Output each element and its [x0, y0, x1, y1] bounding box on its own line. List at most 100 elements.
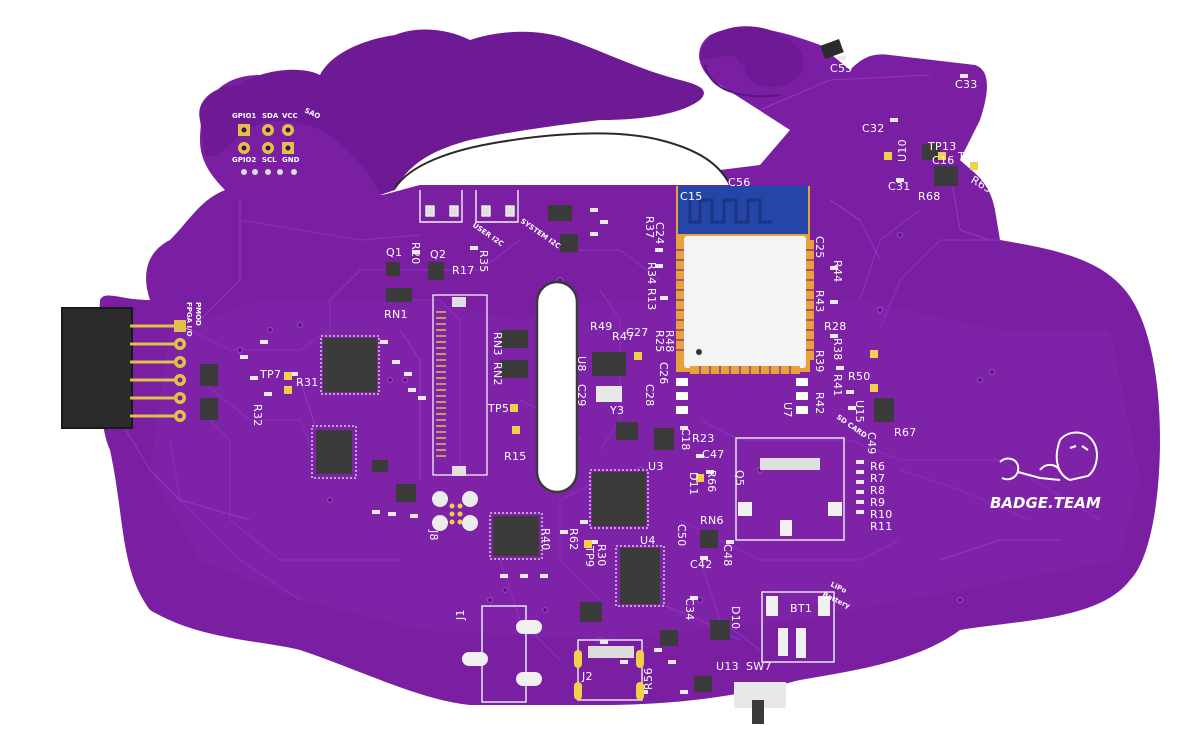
- battery-connector: [761, 591, 835, 663]
- ref-u4: U4: [640, 534, 656, 547]
- ref-j1: J1: [454, 609, 467, 621]
- copper-pour: [150, 300, 1140, 640]
- ref-r35: R35: [477, 250, 490, 273]
- ref-r38: R38: [831, 338, 844, 361]
- ref-r56: R56: [642, 667, 655, 690]
- ref-bt1: BT1: [790, 602, 812, 615]
- ref-tp5: TP5: [487, 402, 509, 415]
- ref-c25: C25: [813, 236, 826, 259]
- ref-r39: R39: [813, 350, 826, 373]
- ref-r28: R28: [824, 320, 847, 333]
- ref-r17: R17: [452, 264, 475, 277]
- r40-chip: [493, 516, 539, 556]
- ref-c16: C16: [932, 154, 955, 167]
- board-slot: [535, 280, 579, 494]
- ref-r9: R9: [870, 496, 885, 509]
- pmod-connector: [61, 307, 186, 429]
- ref-r8: R8: [870, 484, 885, 497]
- ref-y3: Y3: [609, 404, 624, 417]
- ref-sw7: SW7: [746, 660, 772, 673]
- u4-chip: [620, 548, 660, 604]
- power-switch: [734, 682, 786, 724]
- ref-c48: C48: [721, 544, 734, 567]
- mcu-chip: [592, 472, 646, 526]
- sao-top-label-3: VCC: [282, 112, 298, 120]
- ref-tp13: TP13: [927, 140, 957, 153]
- ref-c34: C34: [683, 598, 696, 621]
- ref-r44: R44: [831, 260, 844, 283]
- ref-u7: U7: [781, 402, 794, 418]
- ref-r40: R40: [539, 528, 552, 551]
- sao-bottom-label-2: SCL: [262, 156, 277, 164]
- ref-c15: C15: [680, 190, 703, 203]
- fpga-io-label: FPGA I/O: [185, 302, 193, 337]
- ref-r25: R25: [653, 330, 666, 353]
- ref-q1: Q1: [386, 246, 402, 259]
- ref-r50: R50: [848, 370, 871, 383]
- ref-r68: R68: [918, 190, 941, 203]
- test-points: [284, 152, 978, 548]
- ref-rn3: RN3: [491, 332, 504, 356]
- ref-r66: R66: [705, 470, 718, 493]
- ref-r32: R32: [251, 404, 264, 427]
- ref-r11: R11: [870, 520, 893, 533]
- ref-c31: C31: [888, 180, 911, 193]
- badge-team-logo: BADGE.TEAM: [990, 431, 1101, 512]
- sd-card-holder: [735, 437, 845, 541]
- ref-q5: Q5: [733, 470, 746, 486]
- chips: [200, 144, 958, 692]
- ref-u3: U3: [648, 460, 664, 473]
- ref-u15: U15: [853, 400, 866, 423]
- sao-top-label-1: GPIO1: [232, 112, 256, 120]
- ref-c29: C29: [575, 384, 588, 407]
- ref-r30: R30: [595, 544, 608, 567]
- sao-header: [238, 124, 297, 175]
- j8-pads: [432, 491, 478, 531]
- ref-r48: R48: [663, 330, 676, 353]
- ref-c26: C26: [657, 362, 670, 385]
- ref-r62: R62: [567, 528, 580, 551]
- ref-r41: R41: [831, 374, 844, 397]
- ref-c50: C50: [675, 524, 688, 547]
- ref-c18: C18: [679, 428, 692, 451]
- ref-r20: R20: [409, 242, 422, 265]
- ref-c33: C33: [955, 78, 978, 91]
- ref-u10: U10: [896, 139, 909, 162]
- ref-c56: C56: [728, 176, 751, 189]
- ref-r31: R31: [296, 376, 319, 389]
- ref-d11: D11: [687, 472, 700, 495]
- ref-rn6: RN6: [700, 514, 724, 527]
- passives: [240, 56, 968, 694]
- ref-r10: R10: [870, 508, 893, 521]
- ref-c27: C27: [626, 326, 649, 339]
- ref-u13: U13: [716, 660, 739, 673]
- ref-tp12: TP12: [957, 150, 987, 163]
- silkscreen-labels: C55 C33 C32 U10 TP13 TP12 C16 R65 C31 R6…: [251, 62, 995, 690]
- ref-q2: Q2: [430, 248, 446, 261]
- logo-text: BADGE.TEAM: [990, 494, 1101, 512]
- ref-c47: C47: [702, 448, 725, 461]
- crystal-y3: [596, 386, 622, 402]
- top-right-connector: [820, 39, 844, 59]
- ref-r7: R7: [870, 472, 885, 485]
- ref-r15: R15: [504, 450, 527, 463]
- ref-c49: C49: [865, 432, 878, 455]
- ref-rn1: RN1: [384, 308, 408, 321]
- ref-r34: R34: [645, 262, 658, 285]
- fpga-chip: [323, 338, 377, 392]
- ref-d10: D10: [729, 606, 742, 629]
- ref-r6: R6: [870, 460, 885, 473]
- ref-c24: C24: [653, 222, 666, 245]
- ref-c55: C55: [830, 62, 853, 75]
- ref-r47: R47: [612, 330, 635, 343]
- ref-j8: J8: [427, 529, 440, 541]
- sao-bottom-label-1: GPIO2: [232, 156, 256, 164]
- ref-j2: J2: [581, 670, 593, 683]
- ref-c28: C28: [643, 384, 656, 407]
- ref-rn2: RN2: [491, 362, 504, 386]
- ref-tp9: TP9: [583, 545, 596, 567]
- sao-bottom-label-3: GND: [282, 156, 300, 164]
- usb-connector: [462, 605, 542, 703]
- esp32-module: [676, 186, 814, 414]
